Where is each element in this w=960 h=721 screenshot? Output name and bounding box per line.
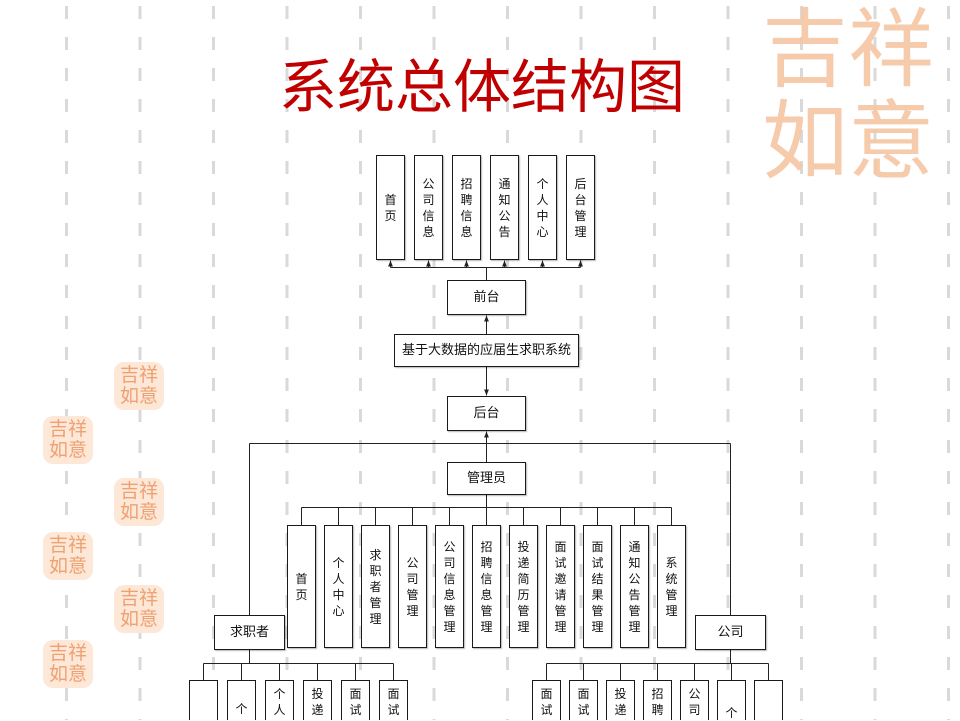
module-label: 系统管理 — [665, 555, 678, 618]
module-label: 招聘信息 — [460, 176, 473, 239]
admin-module-home: 首页 — [287, 525, 316, 648]
company-module-1: 面试 — [532, 680, 561, 720]
system-node: 基于大数据的应届生求职系统 — [394, 334, 579, 367]
frontend-module-company-info: 公司信息 — [414, 155, 443, 260]
company-tree-lines — [546, 650, 769, 680]
jobseeker-module-6: 面试 — [379, 680, 408, 720]
node-label: 后台 — [473, 405, 500, 421]
seal-stamp: 吉祥如意 — [114, 362, 164, 410]
module-label: 公司 — [688, 687, 701, 717]
admin-module-interview-invite-management: 面试邀请管理 — [546, 525, 575, 648]
admin-module-interview-result-management: 面试结果管理 — [583, 525, 612, 648]
module-label: 投递 — [311, 687, 324, 717]
seal-stamp: 吉祥如意 — [114, 585, 164, 633]
jobseeker-module-1 — [189, 680, 218, 720]
node-label: 前台 — [473, 289, 500, 305]
company-module-5: 公司 — [680, 680, 709, 720]
module-label: 面试结果管理 — [591, 539, 604, 634]
module-label: 投递简历管理 — [517, 539, 530, 634]
seal-lettering: 吉祥如意 — [119, 364, 158, 407]
backend-node: 后台 — [447, 396, 526, 431]
module-label: 公司管理 — [406, 555, 419, 618]
seal-lettering: 吉祥如意 — [762, 0, 934, 192]
jobseeker-module-2: 个 — [227, 680, 256, 720]
module-label: 面试邀请管理 — [554, 539, 567, 634]
module-label: 个 — [235, 702, 248, 716]
admin-node: 管理员 — [447, 462, 526, 495]
module-label: 公司信息 — [422, 176, 435, 239]
admin-module-notice-management: 通知公告管理 — [620, 525, 649, 648]
seal-stamp: 吉祥如意 — [43, 640, 93, 688]
node-label: 公司 — [717, 624, 744, 640]
admin-module-company-info-management: 公司信息管理 — [435, 525, 464, 648]
company-node: 公司 — [695, 615, 766, 650]
slide-title: 系统总体结构图 — [278, 53, 685, 121]
module-label: 招聘信息管理 — [480, 539, 493, 634]
node-label: 管理员 — [466, 470, 506, 486]
admin-module-system-management: 系统管理 — [657, 525, 686, 648]
module-label: 首页 — [384, 192, 397, 223]
frontend-module-personal-center: 个人中心 — [528, 155, 557, 260]
frontend-node: 前台 — [447, 280, 526, 315]
frontend-module-home: 首页 — [376, 155, 405, 260]
admin-module-personal-center: 个人中心 — [324, 525, 353, 648]
seal-lettering: 吉祥如意 — [48, 642, 87, 685]
module-label: 通知公告 — [498, 176, 511, 239]
module-label: 求职者管理 — [369, 547, 382, 626]
company-module-6: 个 — [717, 680, 746, 720]
frontend-module-admin-entry: 后台管理 — [566, 155, 595, 260]
admin-module-jobseeker-management: 求职者管理 — [361, 525, 390, 648]
seal-lettering: 吉祥如意 — [119, 587, 158, 630]
company-module-3: 投递 — [606, 680, 635, 720]
module-label: 个 — [725, 706, 738, 720]
module-label: 面试 — [540, 687, 553, 717]
module-label: 面试 — [387, 687, 400, 717]
module-label: 个人 — [273, 687, 286, 717]
frontend-bus-line — [390, 267, 581, 280]
seal-stamp: 吉祥如意 — [114, 478, 164, 526]
module-label: 面试 — [349, 687, 362, 717]
company-module-7 — [754, 680, 783, 720]
module-label: 后台管理 — [574, 176, 587, 239]
frontend-module-notices: 通知公告 — [490, 155, 519, 260]
calligraphy-seal: 吉祥如意 — [758, 4, 944, 192]
seal-lettering: 吉祥如意 — [48, 534, 87, 577]
jobseeker-module-5: 面试 — [341, 680, 370, 720]
admin-tree-lines — [301, 495, 672, 525]
module-label: 投递 — [614, 687, 627, 717]
jobseeker-node: 求职者 — [214, 615, 285, 650]
seal-stamp: 吉祥如意 — [43, 416, 93, 464]
admin-module-resume-management: 投递简历管理 — [509, 525, 538, 648]
module-label: 个人中心 — [536, 176, 549, 239]
company-module-2: 面试 — [569, 680, 598, 720]
jobseeker-module-4: 投递 — [303, 680, 332, 720]
module-label: 个人中心 — [332, 555, 345, 618]
module-label — [762, 681, 775, 686]
module-label: 首页 — [295, 571, 308, 602]
node-label: 基于大数据的应届生求职系统 — [401, 342, 571, 358]
jobseeker-module-3: 个人 — [265, 680, 294, 720]
admin-module-company-management: 公司管理 — [398, 525, 427, 648]
seal-lettering: 吉祥如意 — [48, 418, 87, 461]
module-label: 面试 — [577, 687, 590, 717]
module-label: 通知公告管理 — [628, 539, 641, 634]
seal-lettering: 吉祥如意 — [119, 480, 158, 523]
module-label: 招聘 — [651, 687, 664, 717]
node-label: 求职者 — [229, 624, 269, 640]
frontend-module-job-info: 招聘信息 — [452, 155, 481, 260]
module-label — [197, 681, 210, 686]
backend-bus-line — [249, 443, 731, 615]
jobseeker-tree-lines — [203, 650, 394, 680]
module-label: 公司信息管理 — [443, 539, 456, 634]
seal-stamp: 吉祥如意 — [43, 532, 93, 580]
admin-module-job-info-management: 招聘信息管理 — [472, 525, 501, 648]
company-module-4: 招聘 — [643, 680, 672, 720]
